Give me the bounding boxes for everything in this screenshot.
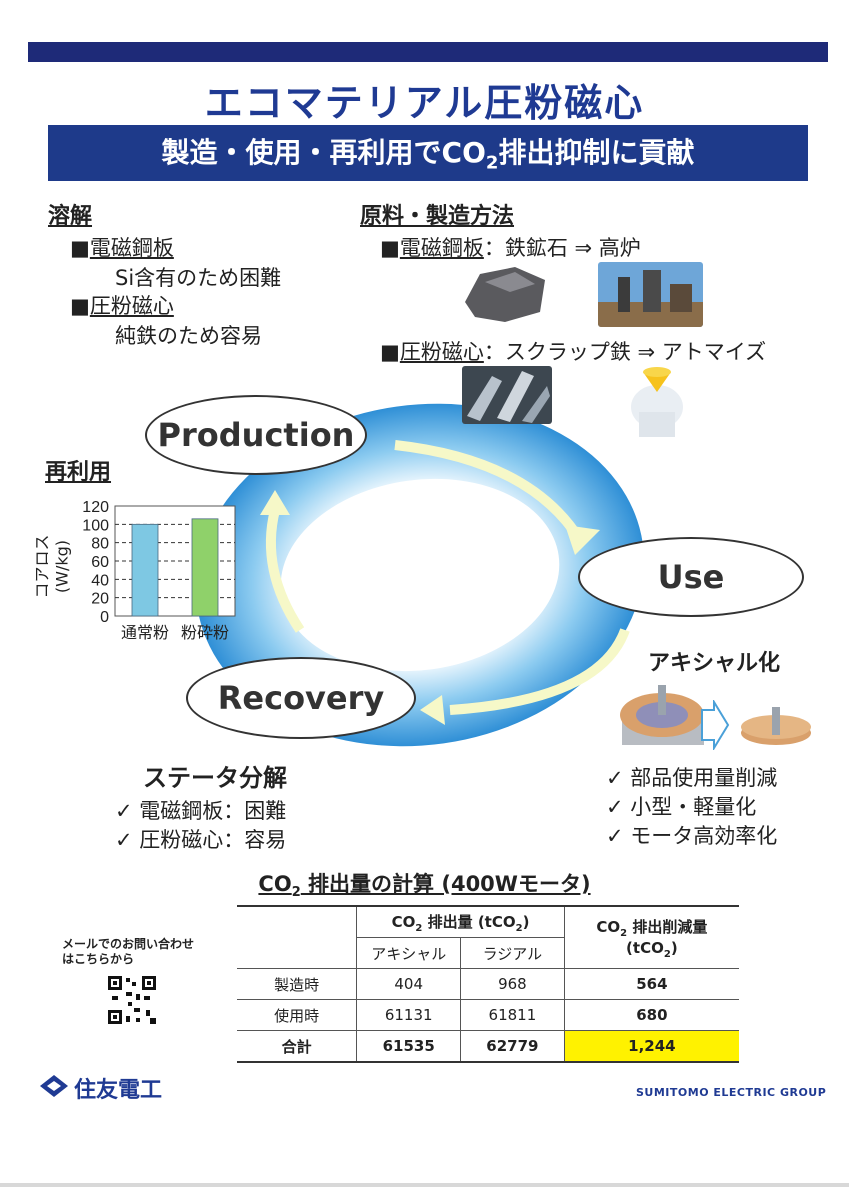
axial-check-1: ✓ 部品使用量削減 — [606, 766, 778, 790]
top-bar — [28, 42, 828, 62]
axial-check-3: ✓ モータ高効率化 — [606, 824, 778, 848]
dissolution-item-powder-detail: 純鉄のため容易 — [115, 324, 262, 348]
chart-ytick-label: 60 — [91, 554, 109, 571]
calc-title: CO2 排出量の計算 (400Wモータ) — [258, 872, 591, 901]
bubble-recovery: Recovery — [186, 657, 416, 739]
chart-xtick-label: 粉砕粉 — [181, 623, 229, 642]
table-row-total: 合計 61535 62779 1,244 — [237, 1030, 739, 1063]
subtitle-banner: 製造・使用・再利用でCO2排出抑制に貢献 — [48, 125, 808, 181]
dissolution-item-steel-detail: Si含有のため困難 — [115, 266, 282, 290]
chart-ytick-label: 120 — [82, 499, 109, 516]
chart-ytick-label: 100 — [82, 517, 109, 534]
blast-furnace-photo — [598, 262, 703, 327]
radial-motor-illustration — [620, 685, 704, 745]
axial-motor-illustration — [741, 707, 811, 745]
dissolution-heading: 溶解 — [48, 204, 93, 229]
col-axial: アキシャル — [356, 937, 461, 969]
materials-heading: 原料・製造方法 — [360, 204, 515, 229]
co2-table-header-row: CO2 排出量 (tCO2) CO2 排出削減量 (tCO2) — [237, 906, 739, 969]
axial-heading: アキシャル化 — [648, 651, 781, 676]
materials-item-powder: ■圧粉磁心：スクラップ鉄 ⇒ アトマイズ — [380, 340, 767, 364]
stator-check-2: ✓ 圧粉磁心：容易 — [115, 828, 287, 852]
footer-group-name: SUMITOMO ELECTRIC GROUP — [636, 1086, 827, 1099]
page-title: エコマテリアル圧粉磁心 — [204, 81, 645, 125]
total-reduction-highlight: 1,244 — [563, 1030, 739, 1063]
iron-ore-photo — [460, 262, 550, 327]
axial-check-2: ✓ 小型・軽量化 — [606, 795, 757, 819]
atomizer-illustration — [631, 367, 683, 437]
transform-arrow-icon — [701, 700, 730, 750]
table-row: 使用時 61131 61811 680 — [237, 999, 739, 1031]
col-emission: CO2 排出量 (tCO2) — [356, 906, 565, 938]
stator-check-1: ✓ 電磁鋼板：困難 — [115, 799, 287, 823]
bubble-production: Production — [145, 395, 367, 475]
co2-table: CO2 排出量 (tCO2) CO2 排出削減量 (tCO2) アキシャル ラジ… — [237, 905, 739, 1063]
col-reduction: CO2 排出削減量 (tCO2) — [563, 906, 739, 969]
materials-item-steel: ■電磁鋼板：鉄鉱石 ⇒ 高炉 — [380, 236, 641, 260]
qr-code-icon[interactable] — [106, 974, 158, 1026]
co2-table-subheader-row: アキシャル ラジアル — [237, 937, 739, 969]
chart-xtick-label: 通常粉 — [121, 623, 169, 642]
arrow-top-right — [394, 440, 585, 543]
chart-bar-1 — [131, 523, 159, 617]
contact-text: メールでのお問い合わせ はこちらから — [62, 937, 195, 966]
stator-heading: ステータ分解 — [143, 764, 287, 792]
chart-ytick-label: 20 — [91, 591, 109, 608]
dissolution-item-steel: ■電磁鋼板 — [70, 236, 174, 260]
scrap-iron-photo — [462, 366, 552, 424]
chart-ytick-label: 80 — [91, 536, 109, 553]
chart-ytick-label: 0 — [100, 609, 109, 626]
col-radial: ラジアル — [460, 937, 565, 969]
chart-ytick-label: 40 — [91, 572, 109, 589]
dissolution-item-powder: ■圧粉磁心 — [70, 294, 174, 318]
reuse-bar-chart: 020 406080 100120 通常粉粉砕粉 — [82, 499, 236, 642]
reuse-heading: 再利用 — [45, 460, 112, 485]
footer-logo-text: 住友電工 — [74, 1078, 163, 1103]
arrow-left — [265, 508, 305, 633]
arrow-head-top-right — [565, 525, 600, 555]
arrow-bottom — [449, 628, 630, 715]
bottom-scan-edge — [0, 1183, 849, 1187]
arrow-head-left — [260, 490, 290, 515]
sumitomo-logo-icon — [40, 1075, 68, 1097]
table-row: 製造時 404 968 564 — [237, 968, 739, 1000]
bubble-use: Use — [578, 537, 804, 617]
chart-bar-2 — [191, 518, 219, 617]
arrow-head-bottom — [420, 695, 445, 725]
